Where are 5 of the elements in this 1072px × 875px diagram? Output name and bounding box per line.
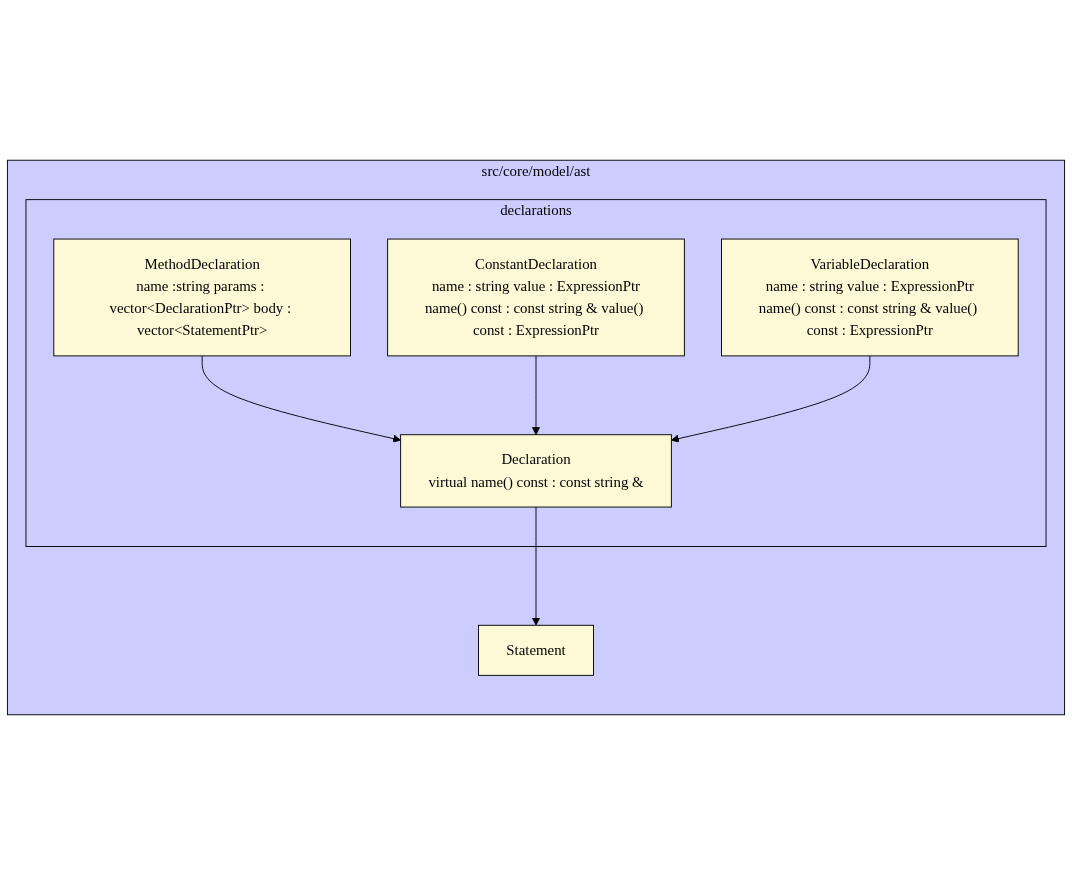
node-box: MethodDeclaration name :string params : vector<DeclarationPtr> body : vector<StatementPtr> (53, 238, 351, 357)
node-box: ConstantDeclaration name : string value : ExpressionPtr name() const : const string & value() const : ExpressionPtr (387, 238, 685, 357)
node-box: Statement (478, 624, 594, 676)
node-box: Declaration virtual name() const : const string & (400, 434, 672, 508)
node-box: VariableDeclaration name : string value : ExpressionPtr name() const : const string & value() const : ExpressionPtr (721, 238, 1019, 357)
